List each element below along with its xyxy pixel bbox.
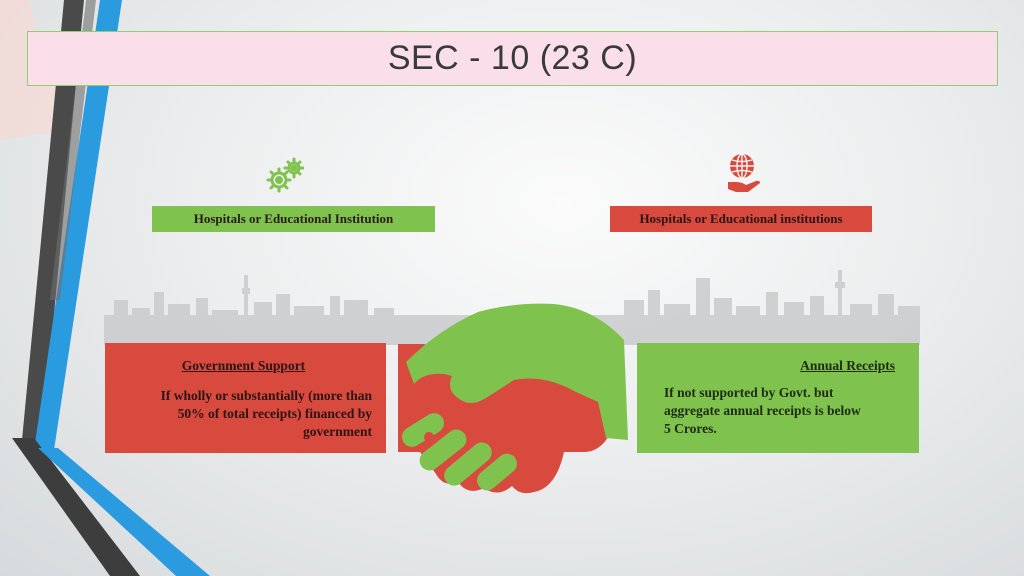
- card-left-line-2: 50% of total receipts) financed by: [177, 406, 372, 421]
- card-annual-receipts-heading: Annual Receipts: [800, 358, 895, 373]
- label-hospitals-left-text: Hospitals or Educational Institution: [193, 211, 394, 226]
- title-bar: SEC - 10 (23 C): [27, 31, 998, 86]
- handshake-icon: [398, 303, 628, 494]
- card-annual-receipts: Annual Receipts If not supported by Govt…: [637, 343, 919, 453]
- globe-in-hand-icon: [728, 153, 760, 192]
- card-government-support-heading: Government Support: [181, 358, 306, 373]
- card-left-line-3: government: [303, 424, 372, 439]
- card-annual-receipts-body: If not supported by Govt. but aggregate …: [664, 384, 895, 438]
- gears-icon: [266, 157, 304, 193]
- card-right-line-1: If not supported by Govt. but: [664, 385, 834, 400]
- card-government-support-body: If wholly or substantially (more than 50…: [125, 387, 372, 441]
- card-right-line-2: aggregate annual receipts is below: [664, 403, 861, 418]
- card-left-line-1: If wholly or substantially (more than: [160, 388, 372, 403]
- label-hospitals-right-text: Hospitals or Educational institutions: [639, 211, 843, 226]
- card-government-support: Government Support If wholly or substant…: [105, 343, 386, 453]
- page-title: SEC - 10 (23 C): [387, 39, 638, 77]
- label-hospitals-right: Hospitals or Educational institutions: [610, 206, 872, 232]
- card-right-line-3: 5 Crores.: [664, 421, 717, 436]
- label-hospitals-left: Hospitals or Educational Institution: [152, 206, 435, 232]
- decorative-stripes: [0, 0, 210, 576]
